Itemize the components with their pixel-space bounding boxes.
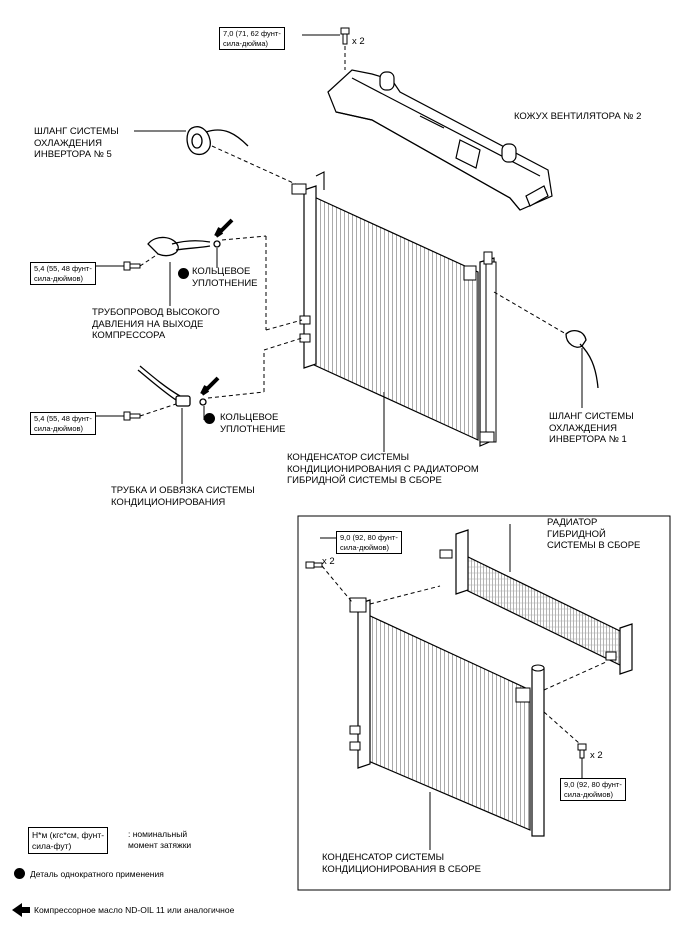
torque-spec-discharge-bolt: 5,4 (55, 48 фунт- сила-дюймов) (30, 262, 96, 285)
label-condenser-with-radiator: КОНДЕНСАТОР СИСТЕМЫ КОНДИЦИОНИРОВАНИЯ С … (287, 452, 479, 486)
non-reusable-dot-icon (204, 413, 215, 424)
quantity-radiator-bolt-right: x 2 (590, 750, 603, 761)
oil-legend-arrow-icon (12, 903, 30, 917)
bolt-tube (123, 411, 141, 421)
label-o-ring-1: КОЛЬЦЕВОЕ УПЛОТНЕНИЕ (192, 266, 258, 289)
label-tube-assembly: ТРУБКА И ОБВЯЗКА СИСТЕМЫ КОНДИЦИОНИРОВАН… (111, 485, 255, 508)
bolt-top (340, 27, 350, 45)
non-reusable-dot-icon (178, 268, 189, 279)
hybrid-radiator-assembly (439, 529, 633, 675)
inverter-cooling-hose-5 (186, 126, 249, 156)
oil-arrow-1 (214, 218, 234, 238)
fan-shroud-no2 (327, 69, 553, 211)
label-fan-shroud: КОЖУХ ВЕНТИЛЯТОРА № 2 (514, 111, 642, 122)
label-hose-1: ШЛАНГ СИСТЕМЫ ОХЛАЖДЕНИЯ ИНВЕРТОРА № 1 (549, 411, 634, 445)
label-discharge-pipe: ТРУБОПРОВОД ВЫСОКОГО ДАВЛЕНИЯ НА ВЫХОДЕ … (92, 307, 220, 341)
label-hybrid-radiator: РАДИАТОР ГИБРИДНОЙ СИСТЕМЫ В СБОРЕ (547, 517, 641, 551)
ac-tube-assembly (137, 365, 207, 407)
label-hose-5: ШЛАНГ СИСТЕМЫ ОХЛАЖДЕНИЯ ИНВЕРТОРА № 5 (34, 126, 119, 160)
label-o-ring-2: КОЛЬЦЕВОЕ УПЛОТНЕНИЕ (220, 412, 286, 435)
legend-compressor-oil: Компрессорное масло ND-OIL 11 или аналог… (34, 905, 235, 915)
condenser-with-hybrid-radiator (291, 171, 497, 447)
bolt-lower-left (305, 561, 323, 569)
torque-spec-radiator-bolt-right: 9,0 (92, 80 фунт- сила-дюймов) (560, 778, 626, 801)
quantity-radiator-bolt-left: x 2 (322, 556, 335, 567)
bolt-lower-right (577, 743, 587, 759)
legend-non-reusable-dot-icon (14, 868, 25, 879)
torque-spec-shroud-bolt: 7,0 (71, 62 фунт- сила-дюйма) (219, 27, 285, 50)
quantity-shroud-bolt: x 2 (352, 36, 365, 47)
inverter-cooling-hose-1 (565, 329, 599, 389)
compressor-discharge-pipe (147, 236, 221, 257)
torque-spec-radiator-bolt-left: 9,0 (92, 80 фунт- сила-дюймов) (336, 531, 402, 554)
legend-torque-unit-description: : номинальный момент затяжки (128, 829, 192, 850)
bolt-discharge (123, 261, 141, 271)
oil-arrow-2 (200, 376, 220, 396)
ac-condenser-assembly (349, 597, 545, 837)
detail-frame (297, 515, 671, 891)
label-condenser: КОНДЕНСАТОР СИСТЕМЫ КОНДИЦИОНИРОВАНИЯ В … (322, 852, 481, 875)
torque-spec-tube-bolt: 5,4 (55, 48 фунт- сила-дюймов) (30, 412, 96, 435)
legend-non-reusable: Деталь однократного применения (30, 869, 164, 879)
legend-torque-unit-box: Н*м (кгс*см, фунт- сила-фут) (28, 827, 109, 854)
